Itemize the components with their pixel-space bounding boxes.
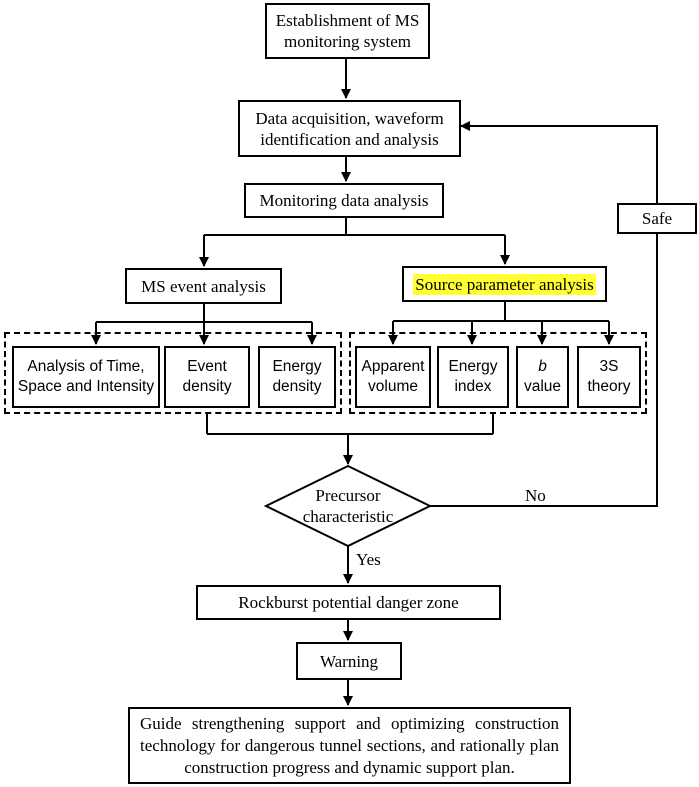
energy-density-text: Energy density [272,358,322,395]
b-value-box: b value [516,346,569,408]
3s-theory-box: 3S theory [577,346,641,408]
apparent-volume-box: Apparent volume [355,346,431,408]
guide-box: Guide strengthening support and optimizi… [128,707,571,784]
danger-zone-text: Rockburst potential danger zone [238,593,459,612]
source-param-text: Source parameter analysis [413,273,596,295]
acquisition-text: Data acquisition, waveform identificatio… [255,108,444,149]
warning-box: Warning [296,642,402,680]
safe-box: Safe [617,203,697,234]
safe-text: Safe [641,209,673,228]
event-density-text: Event density [182,358,232,395]
b-value-symbol: b [538,358,547,375]
establishment-box: Establishment of MS monitoring system [265,3,430,59]
energy-index-box: Energy index [437,346,509,408]
source-param-box: Source parameter analysis [402,266,607,302]
event-density-box: Event density [164,346,250,408]
time-space-intensity-box: Analysis of Time, Space and Intensity [12,346,160,408]
connector-no-to-safe [430,234,658,507]
acquisition-box: Data acquisition, waveform identificatio… [238,100,461,157]
energy-index-text: Energy index [448,358,498,395]
energy-density-box: Energy density [258,346,336,408]
ms-event-box: MS event analysis [125,268,282,304]
precursor-text: Precursor characteristic [302,486,394,526]
apparent-volume-text: Apparent volume [361,358,425,395]
time-space-intensity-text: Analysis of Time, Space and Intensity [17,358,155,395]
b-value-word: value [523,378,562,395]
yes-label: Yes [356,550,381,569]
ms-event-text: MS event analysis [141,276,266,296]
danger-zone-box: Rockburst potential danger zone [196,585,501,620]
time-event-energy-group [4,332,342,414]
arrow-safe-to-acquisition [460,121,658,203]
warning-text: Warning [319,651,379,671]
3s-theory-text: 3S theory [587,358,631,395]
guide-text: Guide strengthening support and optimizi… [140,713,559,777]
no-label: No [525,486,546,505]
monitoring-box: Monitoring data analysis [244,183,444,218]
source-parameter-group [349,332,647,414]
monitoring-text: Monitoring data analysis [259,191,429,210]
establishment-text: Establishment of MS monitoring system [275,11,420,51]
